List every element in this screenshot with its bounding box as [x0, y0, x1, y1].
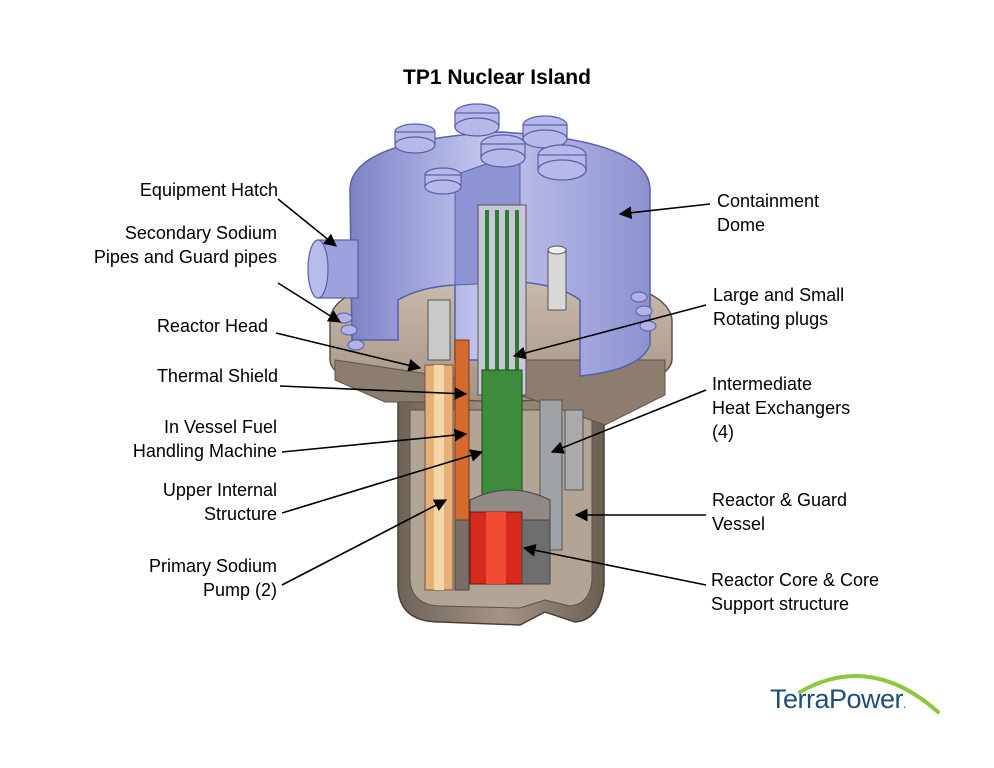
- label-reactor-head: Reactor Head: [156, 316, 268, 336]
- logo-wordmark: TerraPower.: [770, 684, 906, 714]
- terrapower-logo: TerraPower.: [770, 662, 950, 722]
- label-containment-dome: Containment Dome: [717, 191, 820, 235]
- dome-nozzles: [394, 103, 587, 195]
- label-in-vessel-fuel-handling: In Vessel Fuel Handling Machine: [132, 417, 277, 461]
- equipment-hatch: [307, 239, 359, 299]
- logo-arc-icon: [798, 674, 940, 714]
- label-equipment-hatch: Equipment Hatch: [139, 180, 278, 200]
- label-secondary-sodium-pipes: Secondary Sodium Pipes and Guard pipes: [93, 223, 277, 267]
- leader-arrows: [275, 198, 711, 586]
- label-reactor-guard-vessel: Reactor & Guard Vessel: [712, 490, 848, 534]
- label-thermal-shield: Thermal Shield: [156, 366, 278, 386]
- secondary-sodium-pipe-nozzles: [335, 291, 657, 351]
- label-primary-sodium-pump: Primary Sodium Pump (2): [148, 556, 277, 600]
- reactor-internals: [424, 204, 584, 591]
- label-intermediate-heat-exchangers: Intermediate Heat Exchangers (4): [712, 374, 851, 442]
- label-upper-internal-structure: Upper Internal Structure: [162, 480, 277, 524]
- label-reactor-core: Reactor Core & Core Support structure: [711, 570, 880, 614]
- label-rotating-plugs: Large and Small Rotating plugs: [713, 285, 845, 329]
- page-title: TP1 Nuclear Island: [403, 66, 591, 89]
